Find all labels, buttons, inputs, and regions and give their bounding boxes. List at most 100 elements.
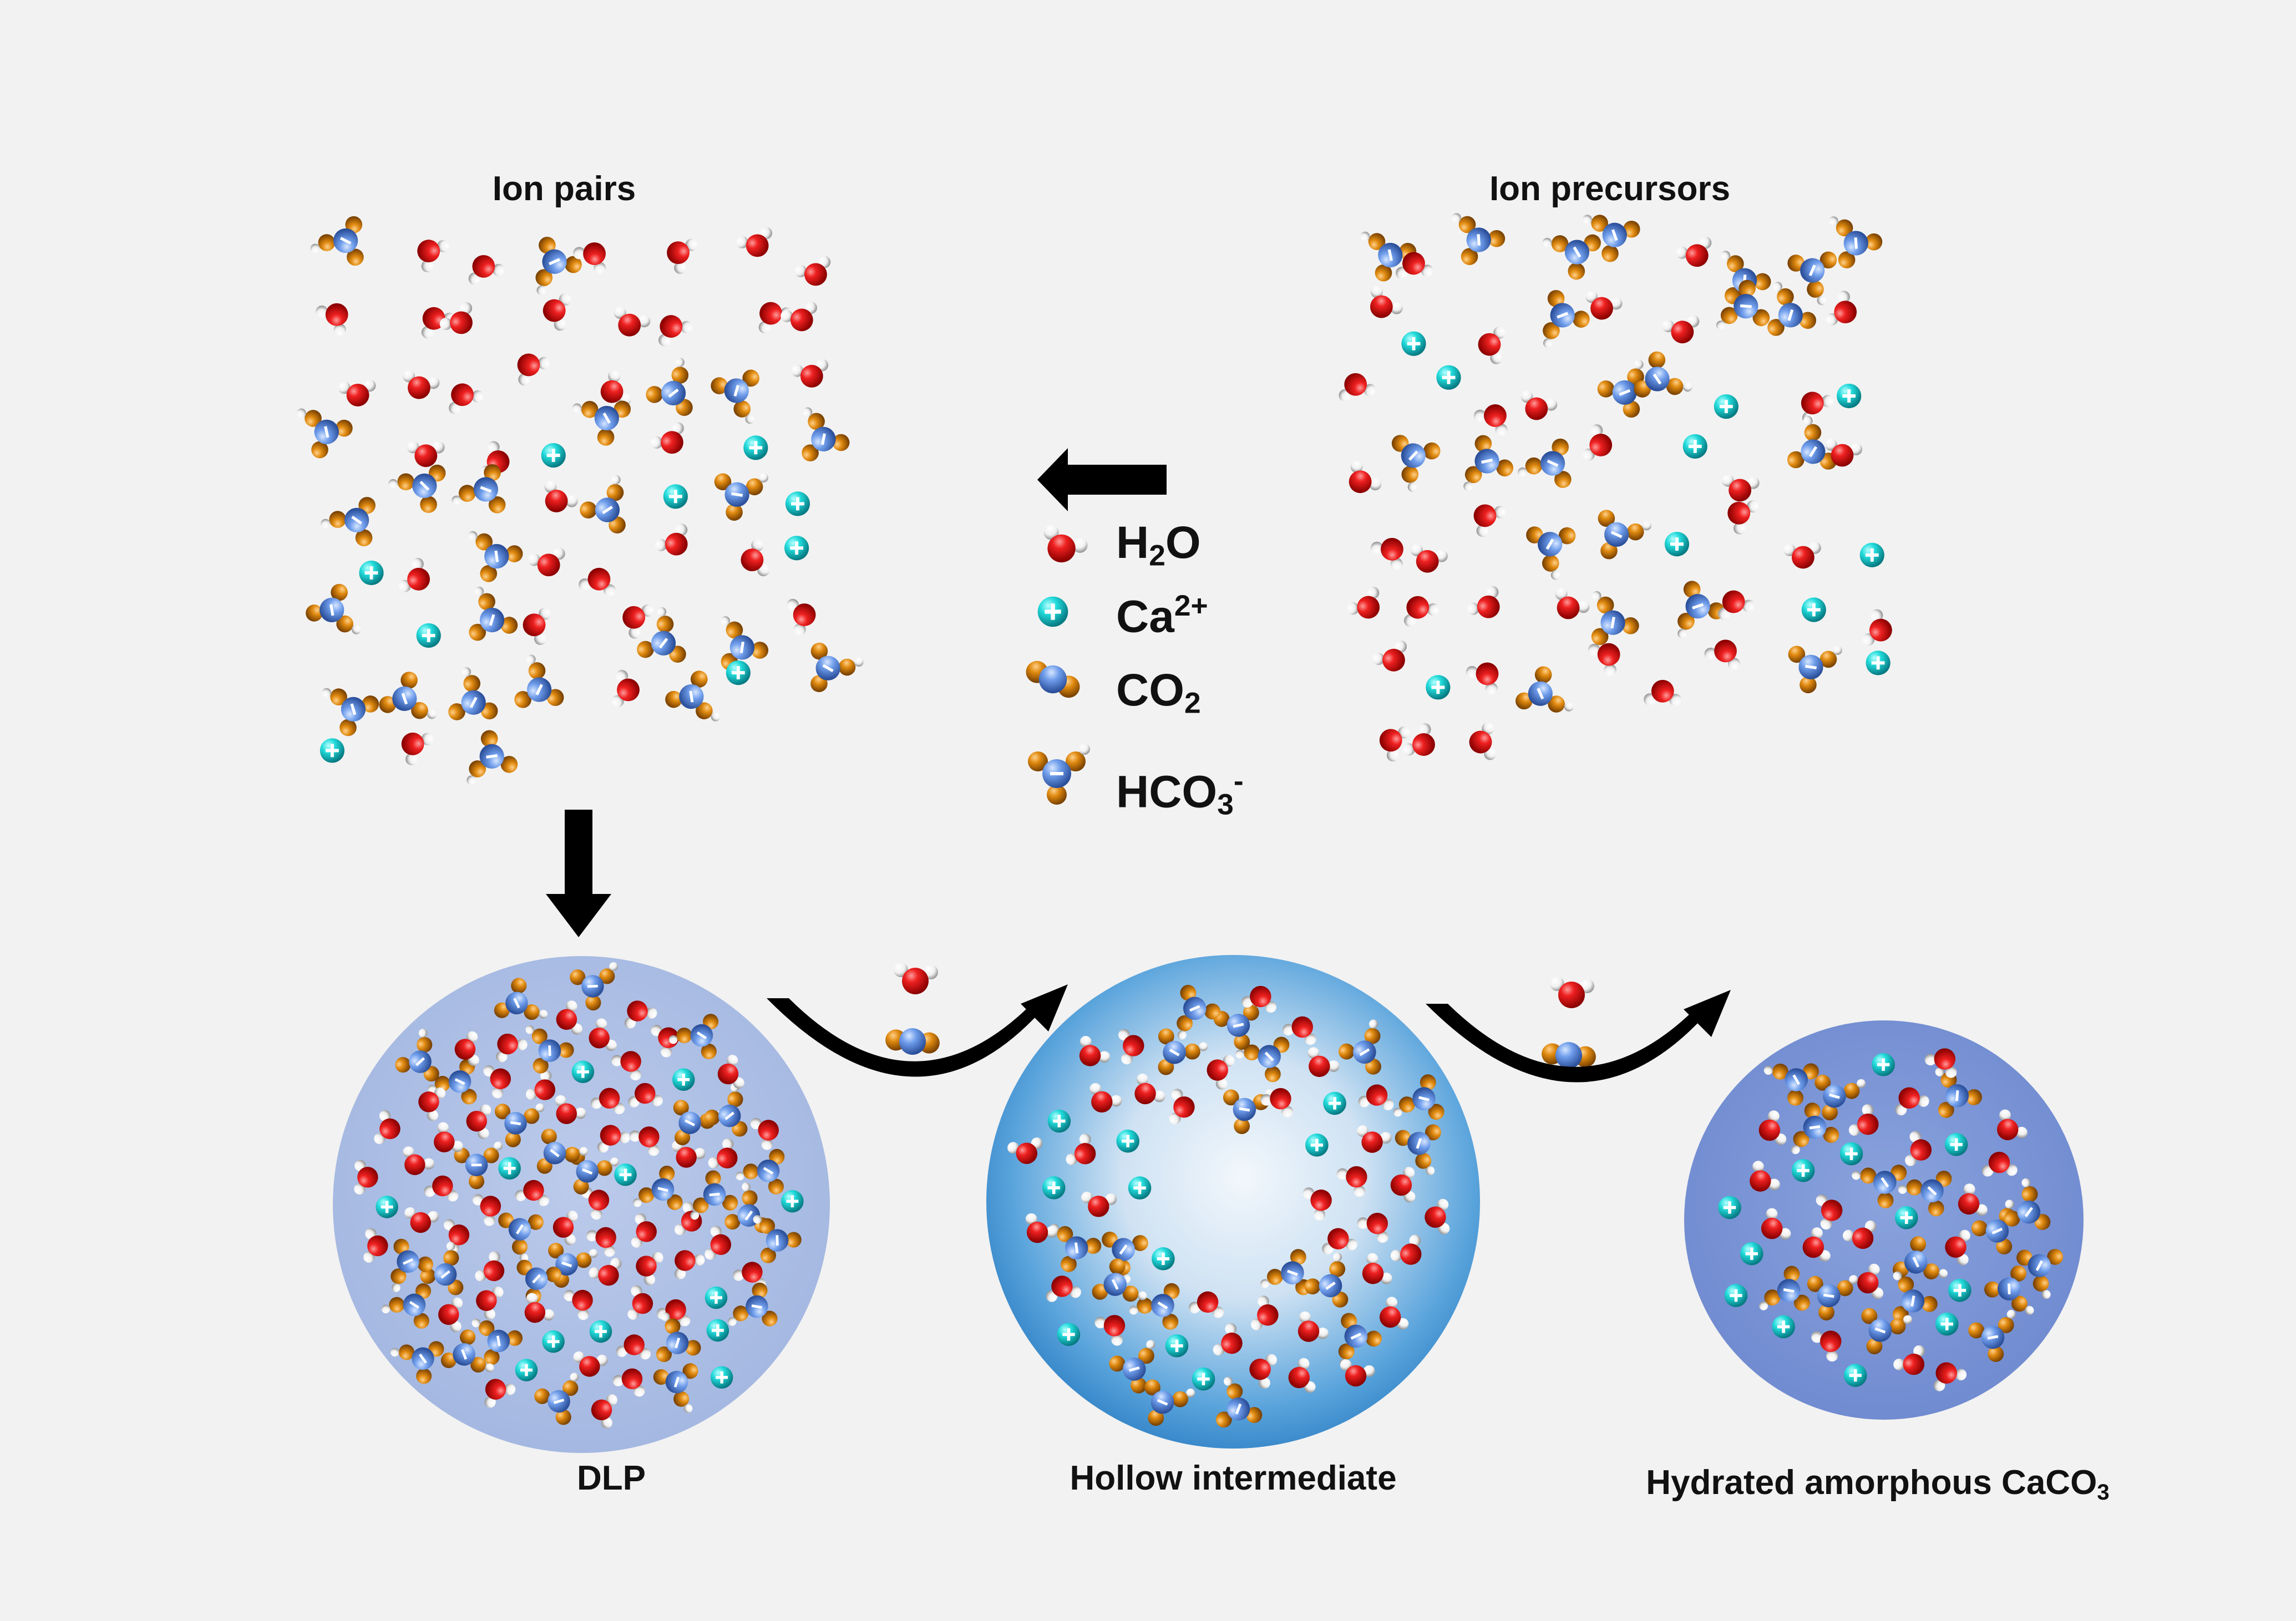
water-molecule-icon bbox=[750, 1117, 779, 1150]
bicarbonate-ion-icon bbox=[721, 616, 769, 670]
bicarbonate-ion-icon bbox=[1339, 1019, 1381, 1075]
calcium-ion-icon bbox=[784, 536, 809, 561]
water-molecule-icon bbox=[483, 1065, 511, 1099]
water-molecule-icon bbox=[1675, 236, 1712, 267]
bicarbonate-ion-icon bbox=[2016, 1249, 2064, 1299]
water-molecule-icon bbox=[624, 1000, 657, 1029]
bicarbonate-ion-icon bbox=[1144, 1379, 1195, 1426]
calcium-ion-icon bbox=[1042, 1176, 1066, 1200]
water-molecule-icon bbox=[403, 1146, 435, 1175]
arrow-down-icon bbox=[546, 810, 611, 937]
bicarbonate-ion-icon bbox=[1158, 1028, 1208, 1075]
water-molecule-icon bbox=[708, 1138, 738, 1168]
bicarbonate-ion-icon bbox=[714, 472, 768, 521]
calcium-ion-icon bbox=[1165, 1334, 1189, 1358]
bicarbonate-ion-icon bbox=[472, 1318, 523, 1365]
water-molecule-icon bbox=[1721, 474, 1760, 502]
calcium-ion-icon bbox=[1152, 1247, 1175, 1271]
bicarbonate-ion-icon bbox=[728, 1282, 778, 1327]
calcium-ion-icon bbox=[1682, 434, 1707, 459]
water-molecule-icon bbox=[579, 567, 616, 597]
calcium-ion-icon bbox=[1305, 1134, 1329, 1157]
water-molecule-icon bbox=[589, 1258, 622, 1286]
water-molecule-icon bbox=[1893, 1345, 1925, 1375]
water-molecule-icon bbox=[1346, 586, 1380, 619]
calcium-ion-icon bbox=[320, 738, 344, 763]
bicarbonate-ion-icon bbox=[514, 654, 564, 708]
bicarbonate-ion-icon bbox=[665, 670, 721, 721]
water-molecule-icon bbox=[1283, 1016, 1316, 1045]
water-molecule-icon bbox=[1478, 326, 1506, 364]
water-molecule-icon bbox=[591, 1394, 617, 1429]
calcium-ion-icon bbox=[1192, 1367, 1215, 1391]
water-molecule-icon bbox=[1466, 662, 1499, 695]
legend-hco3-sub: 3 bbox=[1217, 788, 1234, 821]
water-molecule-icon bbox=[1340, 1359, 1375, 1387]
water-molecule-icon bbox=[600, 370, 631, 406]
bicarbonate-ion-icon bbox=[570, 962, 618, 1011]
bicarbonate-ion-icon bbox=[1591, 591, 1639, 646]
bicarbonate-ion-icon bbox=[1828, 216, 1883, 268]
water-molecule-icon bbox=[439, 302, 473, 334]
water-molecule-icon bbox=[404, 1207, 439, 1233]
legend-water-o: O bbox=[1165, 517, 1201, 568]
calcium-ion-icon bbox=[589, 1320, 612, 1343]
water-molecule-icon bbox=[1727, 500, 1759, 535]
released-water-icon bbox=[1550, 977, 1594, 1008]
water-molecule-icon bbox=[1473, 404, 1508, 436]
water-molecule-icon bbox=[780, 302, 817, 332]
calcium-ion-icon bbox=[1866, 651, 1890, 675]
water-molecule-icon bbox=[434, 1122, 463, 1152]
water-molecule-icon bbox=[1582, 424, 1613, 461]
water-molecule-icon bbox=[1761, 1208, 1791, 1240]
water-molecule-icon bbox=[1467, 586, 1500, 618]
released-co2-icon bbox=[1542, 1042, 1596, 1069]
bicarbonate-ion-icon bbox=[1598, 510, 1651, 560]
bicarbonate-ion-icon bbox=[1395, 1124, 1441, 1176]
bicarbonate-ion-icon bbox=[1543, 289, 1590, 348]
water-molecule-icon bbox=[1357, 1125, 1392, 1153]
water-molecule-icon bbox=[787, 598, 816, 636]
legend-water-label: H2O bbox=[1116, 517, 1201, 572]
calcium-ion-icon bbox=[1837, 383, 1862, 409]
bicarbonate-ion-icon bbox=[1788, 646, 1842, 694]
water-molecule-icon bbox=[675, 1250, 705, 1279]
bicarbonate-ion-icon bbox=[1451, 213, 1506, 265]
bicarbonate-ion-icon bbox=[525, 1025, 574, 1074]
legend-calcium-label: Ca2+ bbox=[1116, 589, 1208, 643]
water-molecule-icon bbox=[573, 1351, 608, 1377]
bicarbonate-ion-icon bbox=[388, 464, 446, 513]
bicarbonate-ion-icon bbox=[1791, 1102, 1839, 1155]
curved-arrow-icon bbox=[767, 984, 1068, 1077]
water-molecule-icon bbox=[1801, 392, 1834, 424]
bicarbonate-ion-icon bbox=[469, 586, 518, 641]
water-molecule-icon bbox=[1288, 1358, 1316, 1393]
water-molecule-icon bbox=[1924, 1048, 1957, 1078]
water-molecule-icon bbox=[1555, 588, 1590, 619]
calcium-ion-icon bbox=[1935, 1312, 1959, 1336]
water-molecule-icon bbox=[1066, 1134, 1096, 1165]
bicarbonate-ion-icon bbox=[536, 1129, 588, 1174]
water-molecule-icon bbox=[417, 240, 450, 272]
water-molecule-icon bbox=[1862, 609, 1892, 646]
legend-co2-sub: 2 bbox=[1184, 687, 1201, 720]
water-molecule-icon bbox=[401, 733, 434, 765]
calcium-ion-icon bbox=[1664, 532, 1690, 557]
water-molecule-icon bbox=[402, 370, 440, 399]
calcium-ion-icon bbox=[663, 484, 688, 509]
bicarbonate-ion-icon bbox=[498, 1212, 544, 1262]
calcium-ion-icon bbox=[704, 1286, 728, 1309]
water-molecule-icon bbox=[528, 547, 565, 577]
water-molecule-icon bbox=[1322, 1228, 1357, 1254]
bicarbonate-ion-icon bbox=[2004, 1178, 2051, 1230]
bicarbonate-ion-icon bbox=[572, 400, 631, 446]
water-molecule-icon bbox=[374, 1110, 401, 1145]
water-molecule-icon bbox=[484, 1379, 516, 1408]
water-molecule-icon bbox=[1826, 291, 1857, 326]
water-molecule-icon bbox=[655, 524, 688, 556]
calcium-ion-icon bbox=[1718, 1196, 1741, 1219]
water-molecule-icon bbox=[704, 1226, 732, 1260]
arrow-left-icon bbox=[1037, 448, 1167, 511]
bicarbonate-ion-icon bbox=[1526, 526, 1576, 580]
water-molecule-icon bbox=[1379, 1297, 1409, 1330]
